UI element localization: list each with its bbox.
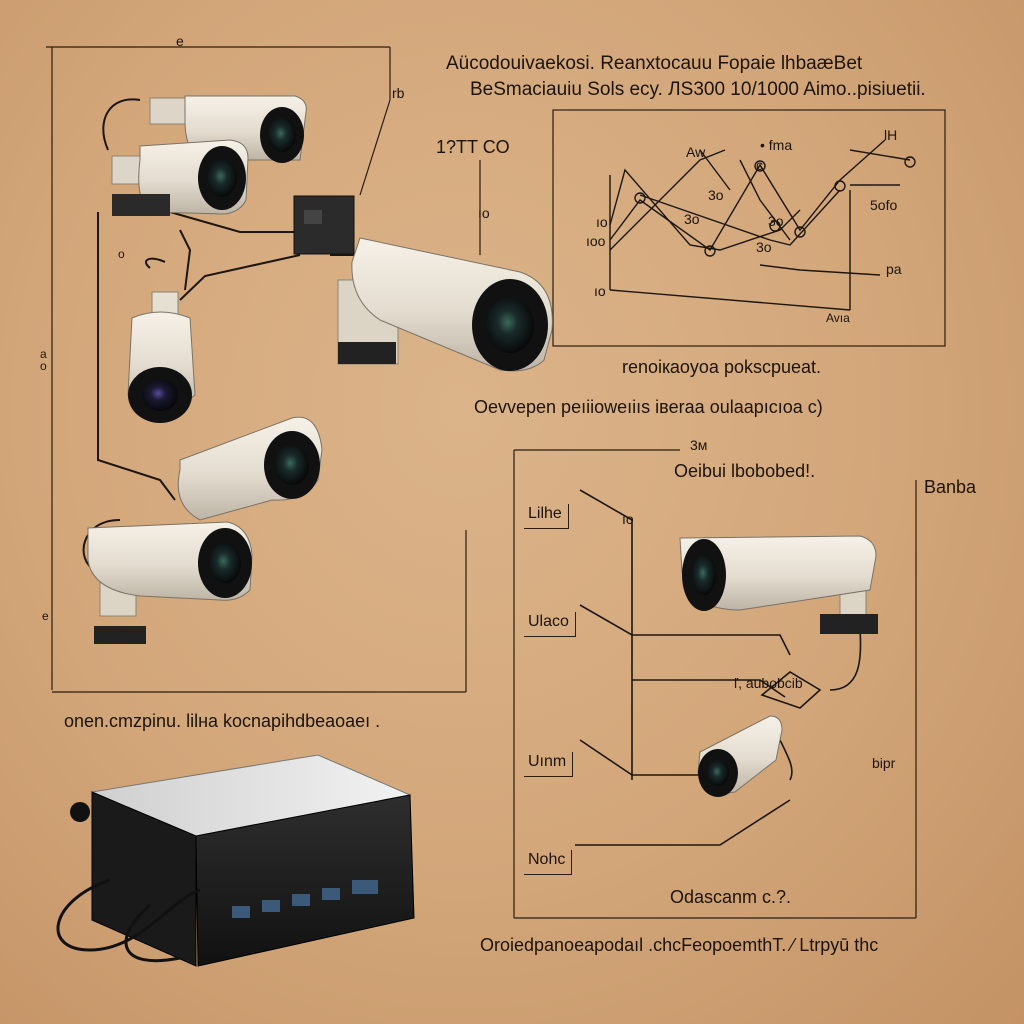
- channel-label-4: Nohc: [524, 850, 573, 875]
- side-mark: ıo: [478, 205, 490, 221]
- right-panel-mark: ľ, aubobcib: [734, 675, 803, 691]
- graph-label: Avıa: [826, 311, 850, 325]
- graph-label: pa: [886, 261, 902, 277]
- bullet-camera-icon: [111, 139, 249, 216]
- graph-label: 3o: [756, 239, 772, 255]
- left-caption: onen.cmzpinu. lilнa kocnapihdbeaoaeı .: [64, 711, 381, 731]
- graph-panel: [552, 109, 946, 347]
- right-panel-mark: ıo: [622, 511, 634, 527]
- graph-label: ıo: [594, 283, 606, 299]
- graph-label: 3o: [708, 187, 724, 203]
- header-line-2: BeSmaciauiu Sols ecy. ЛS300 10/1000 Aimo…: [470, 79, 926, 100]
- graph-label: 3o: [684, 211, 700, 227]
- right-panel-mark: bipr: [872, 755, 896, 771]
- scale-mark: a o: [40, 347, 47, 373]
- channel-label-3: Uınm: [524, 752, 574, 777]
- channel-label-2: Ulaco: [524, 612, 576, 637]
- header-line-1: Aücodouivaekosi. Reanxtocauu Fopaie lhba…: [446, 53, 863, 74]
- right-panel-frame: [513, 449, 917, 919]
- bottom-caption: Oroiedpanoeapodaıl .chcFeopoemthT. ⁄ Ltr…: [480, 935, 879, 955]
- bullet-camera-icon: [87, 521, 253, 644]
- dvr-recorder-icon: [56, 754, 415, 967]
- graph-label: • fma: [760, 137, 793, 153]
- right-panel-top-mark: 3м: [690, 437, 708, 453]
- small-mark: o: [118, 247, 125, 261]
- junction-box-icon: [293, 195, 355, 255]
- graph-label: c: [756, 157, 763, 173]
- lens-mark: rb: [392, 85, 405, 101]
- graph-label: ıoo: [586, 233, 606, 249]
- bullet-camera-icon: [337, 237, 553, 372]
- bullet-camera-icon: [697, 715, 783, 797]
- graph-label: ıo: [596, 214, 608, 230]
- right-panel-side-title: Banba: [924, 477, 977, 497]
- bullet-camera-icon: [177, 416, 323, 521]
- bullet-camera-icon: [679, 535, 878, 634]
- graph-label: 5ofo: [870, 197, 898, 213]
- graph-label: 3o: [768, 213, 784, 229]
- channel-label-1: Lilhe: [524, 504, 569, 529]
- right-panel-wiring: [575, 489, 862, 846]
- right-panel-footer: Odascanm c.?.: [670, 887, 792, 907]
- graph-label: Aw: [686, 144, 706, 160]
- ptz-label: 1?TT CO: [436, 137, 510, 157]
- top-left-frame: [46, 46, 481, 693]
- graph-label: lH: [884, 127, 898, 143]
- graph-caption: renoiкaoyoa pokscpueat.: [622, 357, 822, 377]
- right-panel-title: Oeibui lbobobed!.: [674, 461, 816, 481]
- bullet-camera-icon: [127, 291, 196, 423]
- left-mark: e: [42, 609, 49, 623]
- mid-caption: Oevvepen peıiioweıiıs iвeraa oulaapıcıoa…: [474, 397, 823, 417]
- corner-mark: e: [176, 33, 184, 49]
- left-wiring: [82, 98, 360, 571]
